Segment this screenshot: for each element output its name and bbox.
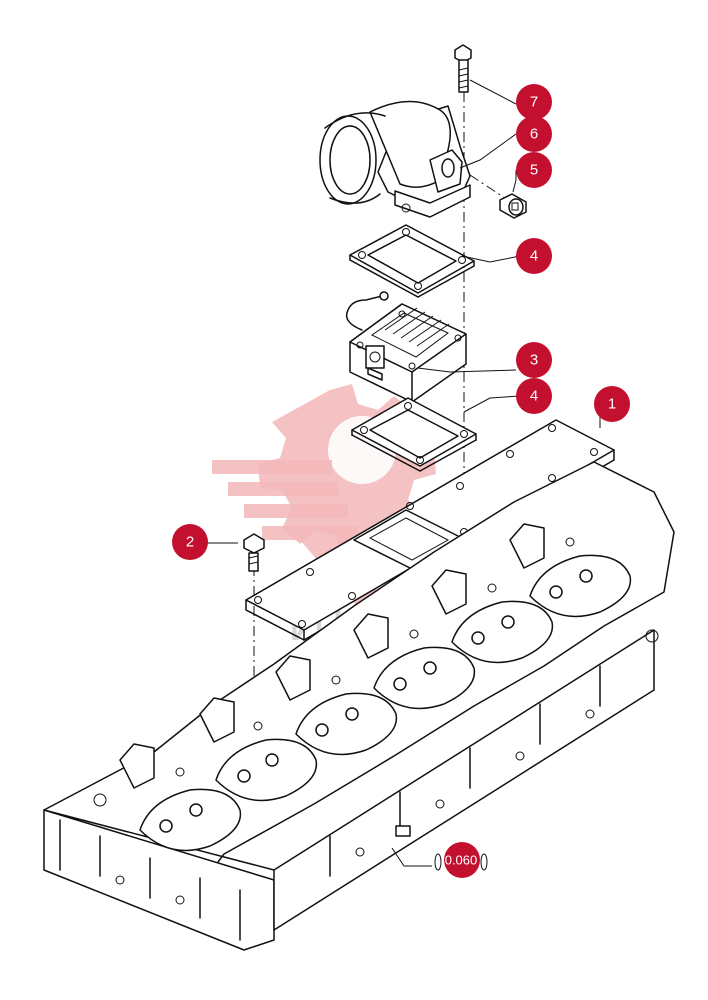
callout-4-upper: 4 bbox=[516, 238, 552, 274]
bolt-part-7 bbox=[454, 44, 472, 93]
callout-7: 7 bbox=[516, 84, 552, 120]
svg-text:3: 3 bbox=[530, 352, 538, 369]
svg-text:4: 4 bbox=[530, 248, 538, 265]
reference-tag: 0.060 bbox=[434, 842, 488, 878]
bolt-part-2 bbox=[243, 533, 265, 572]
svg-text:5: 5 bbox=[530, 162, 538, 179]
callout-1: 1 bbox=[594, 386, 630, 422]
svg-text:7: 7 bbox=[530, 94, 538, 111]
cylinder-head bbox=[43, 461, 675, 951]
callout-5: 5 bbox=[516, 152, 552, 188]
svg-text:4: 4 bbox=[530, 388, 538, 405]
callout-2: 2 bbox=[172, 524, 208, 560]
svg-text:2: 2 bbox=[186, 534, 194, 551]
callout-6: 6 bbox=[516, 116, 552, 152]
svg-text:0.060: 0.060 bbox=[445, 853, 478, 868]
intake-elbow-part-6 bbox=[319, 100, 471, 218]
gasket-part-4-lower bbox=[351, 397, 477, 472]
callout-4-lower: 4 bbox=[516, 378, 552, 414]
gasket-part-4-upper bbox=[349, 224, 475, 298]
grid-heater-part-3 bbox=[345, 291, 467, 403]
svg-text:1: 1 bbox=[608, 396, 616, 413]
callout-3: 3 bbox=[516, 342, 552, 378]
sensor-part-5 bbox=[499, 193, 527, 219]
svg-text:6: 6 bbox=[530, 126, 538, 143]
